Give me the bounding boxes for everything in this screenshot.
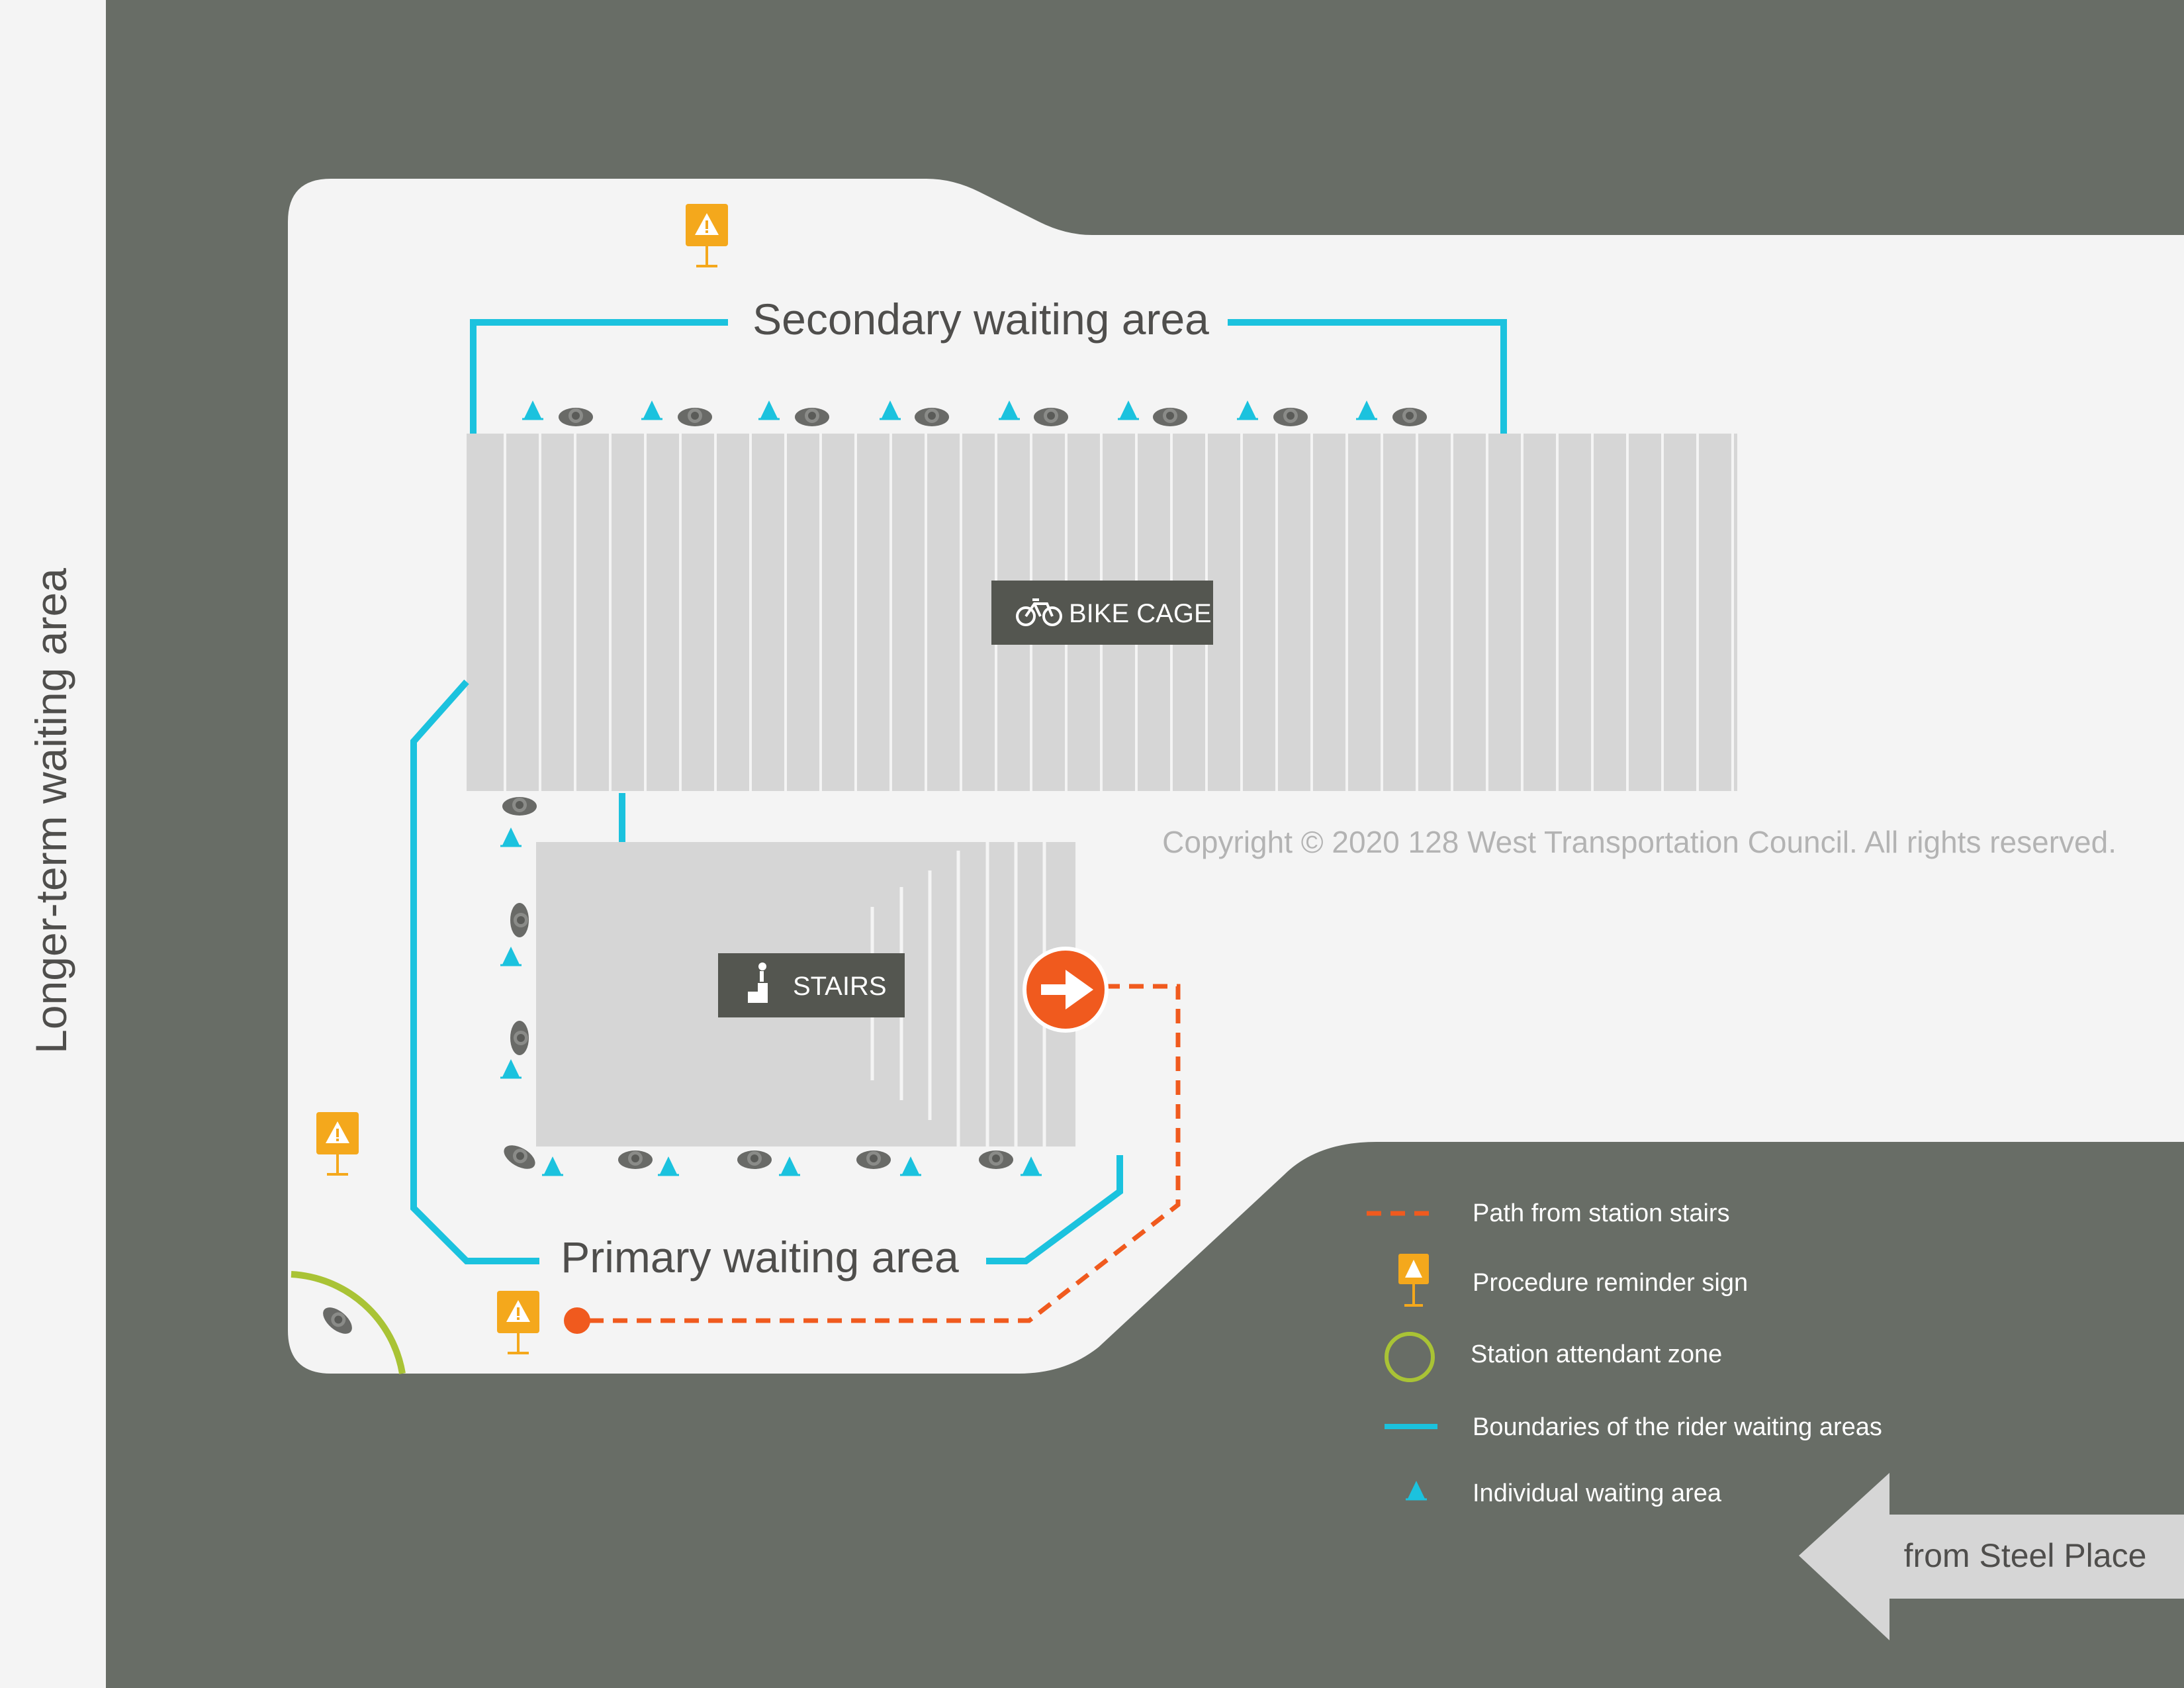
longer-term-area-label: Longer-term waiting area bbox=[26, 568, 75, 1054]
secondary-area-label: Secondary waiting area bbox=[752, 295, 1209, 344]
copyright-text: Copyright © 2020 128 West Transportation… bbox=[1162, 825, 2116, 859]
legend-item-boundary: Boundaries of the rider waiting areas bbox=[1473, 1413, 1882, 1441]
stairs-label: STAIRS bbox=[718, 953, 905, 1017]
path-from-stairs bbox=[564, 984, 1181, 1334]
from-steel-place-text: from Steel Place bbox=[1904, 1537, 2147, 1574]
legend: Path from station stairs Procedure remin… bbox=[1367, 1199, 1882, 1507]
legend-attendant-icon bbox=[1385, 1332, 1435, 1382]
stairs-exit-arrow-icon bbox=[1023, 947, 1109, 1033]
primary-area-boundary bbox=[410, 679, 1123, 1264]
stairs-icon bbox=[748, 962, 768, 1003]
from-steel-place-arrow: from Steel Place bbox=[1799, 1473, 2184, 1640]
left-pavement bbox=[0, 0, 106, 1688]
bicycle-icon bbox=[1016, 598, 1062, 626]
secondary-area-boundary bbox=[470, 319, 1507, 434]
legend-item-sign: Procedure reminder sign bbox=[1473, 1269, 1748, 1297]
bike-cage-text: BIKE CAGE bbox=[1069, 599, 1212, 628]
legend-item-attendant: Station attendant zone bbox=[1471, 1340, 1722, 1368]
legend-item-triangle: Individual waiting area bbox=[1473, 1479, 1722, 1507]
bike-cage-label: BIKE CAGE bbox=[991, 581, 1213, 645]
legend-sign-icon bbox=[1398, 1254, 1429, 1307]
bike-slats bbox=[504, 434, 1734, 791]
stairs-text: STAIRS bbox=[793, 972, 887, 1001]
secondary-area-label-bg bbox=[728, 291, 1228, 357]
legend-item-path: Path from station stairs bbox=[1473, 1199, 1730, 1227]
attendant-zone bbox=[291, 1271, 406, 1374]
primary-area-label: Primary waiting area bbox=[561, 1233, 959, 1282]
